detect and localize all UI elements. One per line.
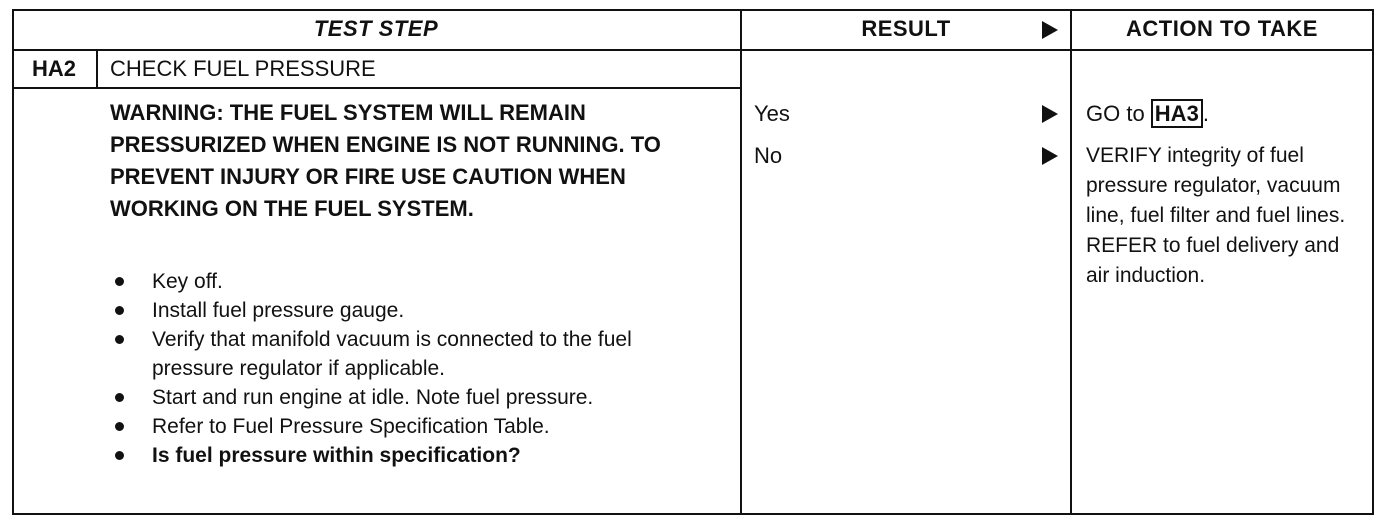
table-right-border [1372, 9, 1374, 515]
diagnostic-table: TEST STEP RESULT ACTION TO TAKE HA2 CHEC… [12, 9, 1374, 515]
action-no: VERIFY integrity of fuel pressure regula… [1086, 144, 1346, 287]
title-row-divider [12, 87, 742, 89]
table-left-border [12, 9, 14, 515]
table-bottom-border [12, 513, 1374, 515]
action-yes-ref: HA3 [1150, 99, 1203, 128]
list-item: Verify that manifold vacuum is connected… [110, 325, 710, 383]
header-test-step: TEST STEP [313, 16, 439, 41]
table-top-border [12, 9, 1374, 11]
warning-text: WARNING: THE FUEL SYSTEM WILL REMAIN PRE… [110, 100, 661, 221]
result-column-divider [740, 9, 742, 515]
header-action: ACTION TO TAKE [1126, 16, 1318, 41]
action-yes: GO to HA3. [1086, 99, 1370, 129]
step-list: Key off. Install fuel pressure gauge. Ve… [110, 267, 710, 470]
header-arrow-icon [1042, 21, 1058, 39]
list-item: Start and run engine at idle. Note fuel … [110, 383, 710, 412]
result-no-arrow-icon [1042, 147, 1058, 165]
action-yes-suffix: . [1202, 101, 1209, 126]
list-item: Key off. [110, 267, 710, 296]
list-item: Install fuel pressure gauge. [110, 296, 710, 325]
action-column-divider [1070, 9, 1072, 515]
result-yes: Yes [754, 101, 790, 126]
step-title: CHECK FUEL PRESSURE [110, 56, 376, 81]
header-divider [12, 49, 1374, 51]
list-item: Refer to Fuel Pressure Specification Tab… [110, 412, 710, 441]
header-result: RESULT [861, 16, 951, 41]
step-id-divider [96, 49, 98, 89]
result-no: No [754, 143, 783, 168]
result-yes-arrow-icon [1042, 105, 1058, 123]
step-id: HA2 [31, 56, 76, 81]
list-item: Is fuel pressure within specification? [110, 441, 710, 470]
action-yes-prefix: GO to [1086, 101, 1151, 126]
